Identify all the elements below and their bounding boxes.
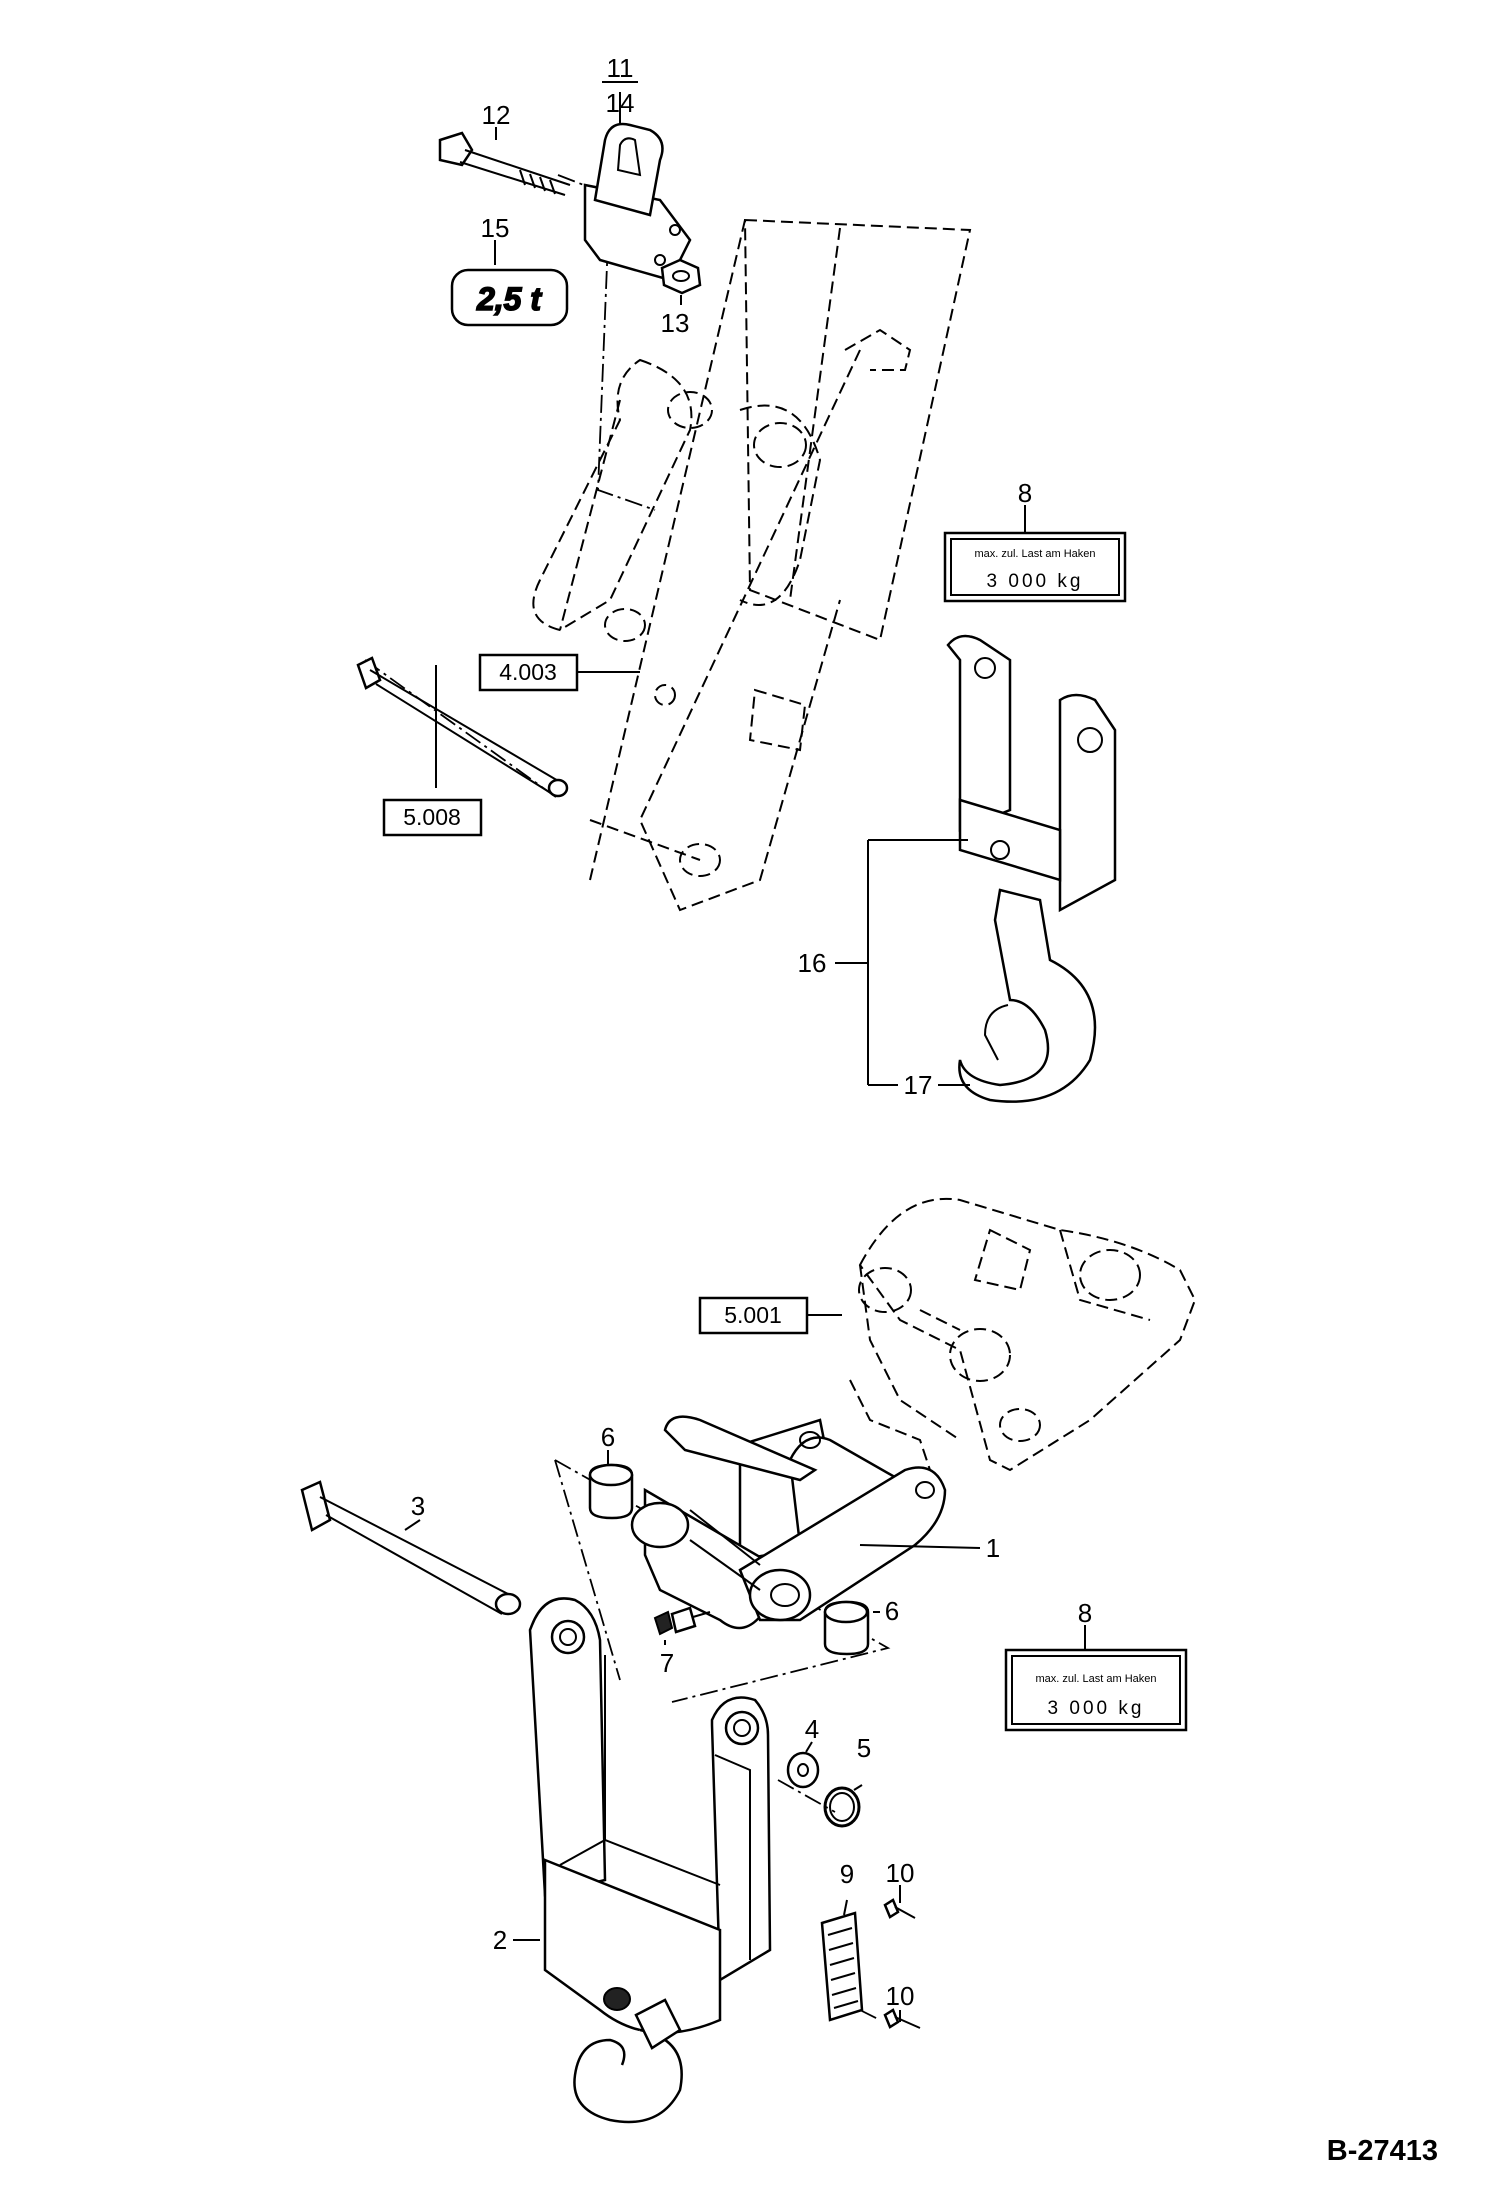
load-plate-bottom-value: 3 000 kg xyxy=(1048,1698,1145,1719)
callout-7: 7 xyxy=(660,1648,674,1678)
callout-14: 14 xyxy=(606,88,635,118)
callout-2: 2 xyxy=(493,1925,507,1955)
callout-9: 9 xyxy=(840,1859,854,1889)
ref-4003: 4.003 xyxy=(499,659,557,685)
upper-reference-boxes: 4.003 5.008 xyxy=(382,653,579,837)
boom-arm-outline xyxy=(532,218,972,912)
load-plate-bottom-caption: max. zul. Last am Haken xyxy=(1035,1673,1156,1685)
load-badge: 2,5 t xyxy=(450,268,569,327)
callout-6-bottom: 6 xyxy=(885,1596,899,1626)
u-frame-hook xyxy=(528,1597,772,2124)
long-pin xyxy=(300,1480,522,1616)
load-plate-top-caption: max. zul. Last am Haken xyxy=(974,548,1095,560)
callout-3: 3 xyxy=(411,1491,425,1521)
callout-6-top: 6 xyxy=(601,1422,615,1452)
upper-leader-lines xyxy=(435,81,1026,1086)
load-plate-top-value: 3 000 kg xyxy=(987,571,1084,592)
callout-8-top: 8 xyxy=(1018,478,1032,508)
load-plate-bottom: max. zul. Last am Haken 3 000 kg xyxy=(1004,1648,1188,1732)
callout-10-bottom: 10 xyxy=(886,1981,915,2011)
nut xyxy=(660,258,702,295)
callout-10-top: 10 xyxy=(886,1858,915,1888)
ref-5008: 5.008 xyxy=(403,804,461,830)
callout-4: 4 xyxy=(805,1714,819,1744)
callout-12: 12 xyxy=(482,100,511,130)
load-badge-text: 2,5 t xyxy=(476,281,542,317)
lower-reference-boxes: 5.001 xyxy=(698,1296,809,1335)
grease-nipple xyxy=(653,1606,711,1636)
callout-16: 16 xyxy=(798,948,827,978)
callout-17: 17 xyxy=(904,1070,933,1100)
bushing-top xyxy=(588,1463,634,1520)
clevis-hook xyxy=(946,634,1117,1103)
callout-8-bottom: 8 xyxy=(1078,1598,1092,1628)
load-plate-top: max. zul. Last am Haken 3 000 kg xyxy=(943,531,1127,603)
callout-1: 1 xyxy=(986,1533,1000,1563)
upper-callouts: 11 14 12 15 13 8 16 17 xyxy=(481,53,1033,1100)
type-plate xyxy=(820,1911,864,2022)
circlip xyxy=(823,1786,861,1828)
pin-5008 xyxy=(356,656,569,798)
callout-13: 13 xyxy=(661,308,690,338)
drawing-number: B-27413 xyxy=(1327,2135,1438,2167)
bushing-bottom xyxy=(823,1600,870,1656)
lower-leader-lines xyxy=(404,1314,1086,2022)
quick-coupler-outline xyxy=(849,1197,1197,1472)
bolt xyxy=(438,131,571,196)
link-plate xyxy=(630,1415,947,1630)
lifting-eye-bracket xyxy=(583,122,692,282)
callout-11: 11 xyxy=(607,53,634,83)
rivet-upper xyxy=(883,1898,916,1919)
callout-15: 15 xyxy=(481,213,510,243)
lower-callouts: 6 3 1 6 8 7 4 5 9 10 10 2 xyxy=(411,1422,1092,2011)
callout-5: 5 xyxy=(857,1733,871,1763)
ref-5001: 5.001 xyxy=(724,1302,782,1328)
washer xyxy=(786,1751,820,1789)
rivet-lower xyxy=(883,2008,921,2029)
